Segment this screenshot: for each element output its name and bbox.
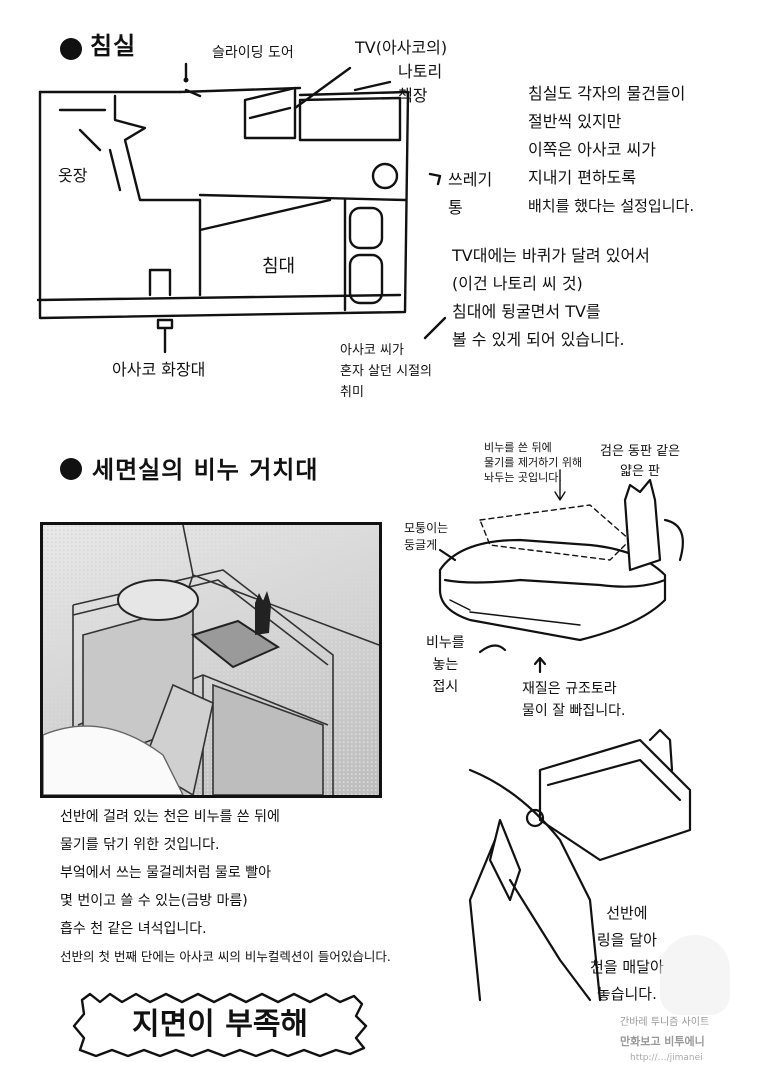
paragraph-line: 선반에 걸려 있는 천은 비누를 쓴 뒤에 xyxy=(60,809,280,825)
label-bed: 침대 xyxy=(262,256,296,277)
bedroom-note-1: 침실도 각자의 물건들이 절반씩 있지만 이쪽은 아사코 씨가 지내기 편하도록… xyxy=(528,80,763,220)
note-line: 볼 수 있게 되어 있습니다. xyxy=(452,330,625,349)
note-line: 지내기 편하도록 xyxy=(528,168,637,187)
label-plate-note: 검은 동판 같은 얇은 판 xyxy=(600,444,681,479)
note-line: 절반씩 있지만 xyxy=(528,112,622,131)
watermark-character-icon xyxy=(660,935,730,1015)
label-bookshelf: 나토리 책장 xyxy=(398,62,443,105)
note-line: (이건 나토리 씨 것) xyxy=(452,274,583,293)
paragraph-line: 흡수 천 같은 녀석입니다. xyxy=(60,921,207,937)
paragraph-line: 물기를 닦기 위한 것입니다. xyxy=(60,837,220,853)
label-soap-plate: 비누를 놓는 접시 xyxy=(426,635,465,695)
paragraph-line: 선반의 첫 번째 단에는 아사코 씨의 비누컬렉션이 들어있습니다. xyxy=(60,949,391,964)
paragraph-line: 몇 번이고 쓸 수 있는(금방 마름) xyxy=(60,893,248,909)
bedroom-floor-plan xyxy=(36,62,447,354)
note-line: TV대에는 바퀴가 달려 있어서 xyxy=(452,246,650,265)
foreground-blur xyxy=(43,725,184,795)
round-soap xyxy=(117,579,199,621)
label-drain-note: 비누를 쓴 뒤에 물기를 제거하기 위해 놔두는 곳입니다. xyxy=(484,441,583,484)
label-hobby: 아사코 씨가 혼자 살던 시절의 취미 xyxy=(340,343,432,400)
label-trash: 쓰레기 통 xyxy=(448,170,493,217)
soap-bar xyxy=(190,619,281,669)
note-line: 침실도 각자의 물건들이 xyxy=(528,84,686,103)
section-title-bedroom: 침실 xyxy=(90,32,137,60)
label-round-corner: 모퉁이는 둥글게 xyxy=(404,521,449,552)
watermark: 간바레 투니즘 사이트 만화보고 비투에니 http://…/jimanei xyxy=(620,935,760,1075)
section-bedroom: 침실 xyxy=(0,0,767,420)
label-sliding-door: 슬라이딩 도어 xyxy=(212,45,294,61)
label-wardrobe: 옷장 xyxy=(58,166,88,185)
bullet-icon xyxy=(60,458,82,480)
label-material: 재질은 규조토라 물이 잘 빠집니다. xyxy=(522,681,626,719)
label-vanity: 아사코 화장대 xyxy=(112,360,206,379)
note-line: 배치를 했다는 설정입니다. xyxy=(528,197,695,215)
soap-cloth-paragraph: 선반에 걸려 있는 천은 비누를 쓴 뒤에 물기를 닦기 위한 것입니다. 부엌… xyxy=(60,803,480,971)
note-line: 침대에 뒹굴면서 TV를 xyxy=(452,302,601,321)
section-soap-dish: 세면실의 비누 거치대 xyxy=(0,420,767,1080)
label-ring-note: 선반에 링을 달아 천을 매달아 놓습니다. xyxy=(590,904,664,1003)
bullet-icon xyxy=(60,38,82,60)
watermark-line3: http://…/jimanei xyxy=(630,1053,703,1063)
soap-dish-illustration xyxy=(40,522,382,798)
banner-text: 지면이 부족해 xyxy=(131,1007,309,1042)
bottom-banner: 지면이 부족해 xyxy=(70,990,370,1060)
note-line: 이쪽은 아사코 씨가 xyxy=(528,140,656,159)
watermark-line1: 간바레 투니즘 사이트 xyxy=(620,1017,710,1028)
section-title-soap-dish: 세면실의 비누 거치대 xyxy=(92,456,319,484)
label-tv: TV(아사코의) xyxy=(355,38,448,57)
paragraph-line: 부엌에서 쓰는 물걸레처럼 물로 빨아 xyxy=(60,865,271,881)
bedroom-note-2: TV대에는 바퀴가 달려 있어서 (이건 나토리 씨 것) 침대에 뒹굴면서 T… xyxy=(452,242,762,354)
watermark-line2: 만화보고 비투에니 xyxy=(620,1035,705,1048)
cat-ornament xyxy=(255,591,271,635)
